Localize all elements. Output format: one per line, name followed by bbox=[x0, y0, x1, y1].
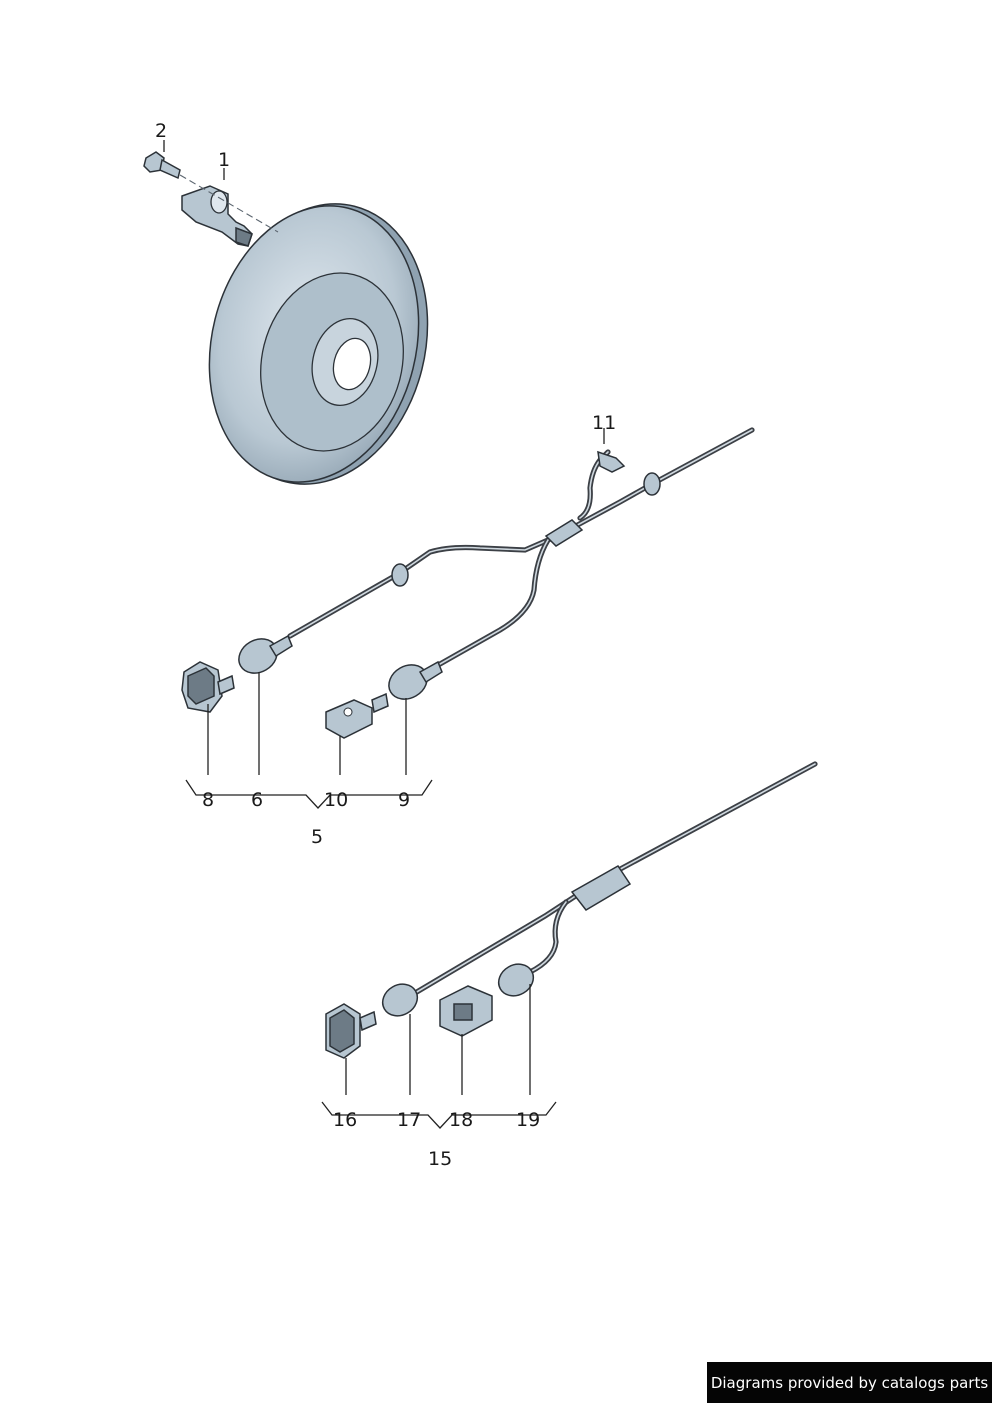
callout-1: 1 bbox=[218, 149, 230, 171]
callout-8: 8 bbox=[202, 789, 214, 811]
connector-housing-16 bbox=[325, 1003, 377, 1059]
callout-15: 15 bbox=[428, 1148, 452, 1170]
callout-5: 5 bbox=[311, 826, 323, 848]
callout-19: 19 bbox=[516, 1109, 540, 1131]
connector-housing-10 bbox=[325, 692, 389, 739]
bolt-axis-line bbox=[179, 174, 279, 233]
credit-footer: Diagrams provided by catalogs parts bbox=[707, 1362, 992, 1403]
wheel-speed-sensor bbox=[181, 185, 253, 247]
brake-disc bbox=[208, 203, 429, 485]
sensor-harness-5 bbox=[238, 427, 755, 700]
hex-bolt bbox=[143, 151, 181, 180]
callout-11: 11 bbox=[592, 412, 616, 434]
callout-6: 6 bbox=[251, 789, 263, 811]
connector-housing-18 bbox=[439, 985, 493, 1037]
callout-16: 16 bbox=[333, 1109, 357, 1131]
leader-lines bbox=[163, 140, 605, 1129]
callout-10: 10 bbox=[324, 789, 348, 811]
connector-housing-8 bbox=[181, 661, 235, 713]
callout-2: 2 bbox=[155, 120, 167, 142]
callout-17: 17 bbox=[397, 1109, 421, 1131]
callout-labels: 2 1 11 8 6 10 9 5 16 17 18 19 15 bbox=[155, 120, 616, 1170]
callout-9: 9 bbox=[398, 789, 410, 811]
sensor-harness-15 bbox=[381, 761, 818, 1017]
callout-18: 18 bbox=[449, 1109, 473, 1131]
